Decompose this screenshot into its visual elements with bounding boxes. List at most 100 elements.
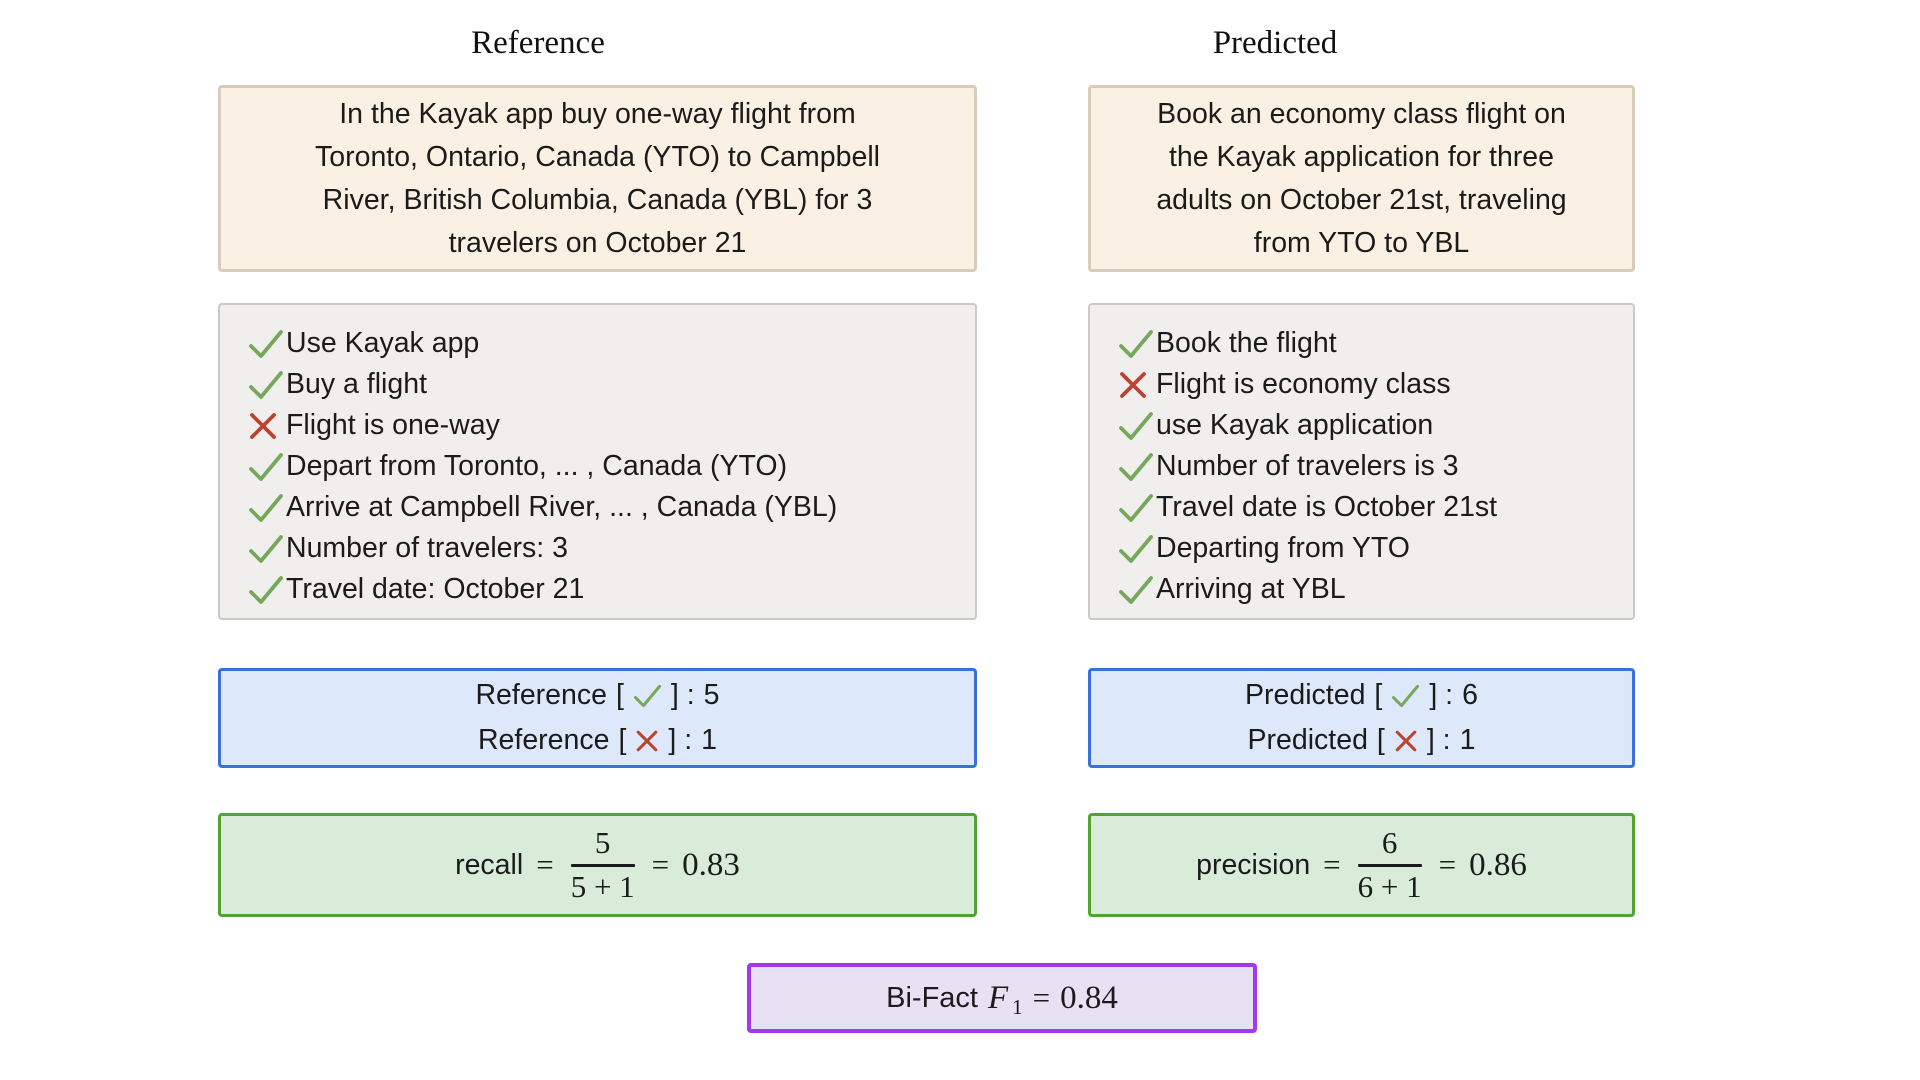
fact-text: Departing from YTO — [1156, 532, 1410, 564]
count-line: Predicted[ ] : 1 — [1248, 718, 1476, 763]
task-text-line: In the Kayak app buy one-way flight from — [339, 97, 856, 130]
fact-row: Travel date is October 21st — [1118, 487, 1623, 528]
recall-fraction: 5 5 + 1 — [570, 824, 635, 905]
fact-row: Number of travelers: 3 — [248, 528, 965, 569]
bifact-f1-box: Bi-Fact F 1 = 0.84 — [747, 963, 1257, 1033]
bracket-close: ] : — [668, 724, 693, 756]
equals-sign: = — [536, 847, 554, 882]
fact-row: Flight is economy class — [1118, 364, 1623, 405]
equals-sign: = — [1438, 847, 1457, 882]
check-icon — [1118, 493, 1156, 523]
f1-value: 0.84 — [1060, 979, 1118, 1016]
fraction-bar — [1357, 864, 1422, 867]
bracket-open: [ — [618, 724, 627, 756]
fact-text: Arrive at Campbell River, ... , Canada (… — [286, 491, 838, 523]
fact-text: Number of travelers: 3 — [286, 532, 568, 564]
f1-subscript: 1 — [1012, 994, 1023, 1019]
fact-text: Book the flight — [1156, 327, 1337, 359]
fact-row: Travel date: October 21 — [248, 569, 965, 610]
equals-sign: = — [1032, 980, 1051, 1015]
fact-row: Flight is one-way — [248, 405, 965, 446]
fact-text: Travel date is October 21st — [1156, 491, 1498, 523]
task-text-line: Book an economy class flight on — [1157, 97, 1566, 130]
reference-task-box: In the Kayak app buy one-way flight from… — [218, 85, 977, 272]
fact-row: Depart from Toronto, ... , Canada (YTO) — [248, 446, 965, 487]
check-icon — [633, 684, 662, 708]
fraction-denominator: 6 + 1 — [1357, 868, 1422, 904]
cross-icon — [635, 729, 659, 753]
fact-text: Flight is economy class — [1156, 368, 1451, 400]
count-label: Predicted — [1247, 724, 1368, 756]
equals-sign: = — [651, 847, 670, 882]
f1-variable: F — [987, 979, 1009, 1016]
check-icon — [1391, 684, 1420, 708]
count-line: Reference[ ] : 1 — [478, 718, 717, 763]
check-icon — [248, 575, 286, 605]
recall-metric-box: recall = 5 5 + 1 = 0.83 — [218, 813, 977, 917]
fraction-denominator: 5 + 1 — [570, 868, 635, 904]
task-text-line: the Kayak application for three — [1169, 140, 1554, 173]
task-text-line: Toronto, Ontario, Canada (YTO) to Campbe… — [315, 140, 880, 173]
count-value: 5 — [703, 679, 720, 711]
cross-icon — [1394, 729, 1418, 753]
check-icon — [1118, 575, 1156, 605]
fact-row: Use Kayak app — [248, 323, 965, 364]
task-text-line: adults on October 21st, traveling — [1156, 183, 1567, 216]
check-icon — [1118, 411, 1156, 441]
fact-text: Buy a flight — [286, 368, 427, 400]
predicted-task-box: Book an economy class flight on the Kayak… — [1088, 85, 1635, 272]
count-value: 6 — [1462, 679, 1478, 711]
count-value: 1 — [1459, 724, 1476, 756]
fraction-numerator: 6 — [1381, 824, 1398, 860]
f1-label: Bi-Fact — [886, 981, 978, 1014]
check-icon — [248, 534, 286, 564]
fact-row: Departing from YTO — [1118, 528, 1623, 569]
metric-label: precision — [1196, 848, 1311, 881]
count-value: 1 — [701, 724, 718, 756]
check-icon — [248, 493, 286, 523]
fact-row: Book the flight — [1118, 323, 1623, 364]
bracket-open: [ — [1374, 679, 1383, 711]
fact-text: Use Kayak app — [286, 327, 480, 359]
count-line: Reference[] :5 — [475, 673, 719, 718]
fraction-bar — [570, 864, 635, 867]
fact-text: Depart from Toronto, ... , Canada (YTO) — [286, 450, 788, 482]
precision-fraction: 6 6 + 1 — [1357, 824, 1422, 905]
fact-row: Buy a flight — [248, 364, 965, 405]
fact-text: Number of travelers is 3 — [1156, 450, 1459, 482]
fact-text: Arriving at YBL — [1156, 573, 1346, 605]
check-icon — [1118, 329, 1156, 359]
check-icon — [248, 329, 286, 359]
fact-row: use Kayak application — [1118, 405, 1623, 446]
check-icon — [248, 370, 286, 400]
check-icon — [1118, 534, 1156, 564]
bracket-close: ] : — [1426, 724, 1451, 756]
bracket-open: [ — [615, 679, 624, 711]
precision-value: 0.86 — [1469, 846, 1527, 883]
fact-text: Flight is one-way — [286, 409, 500, 441]
check-icon — [1118, 452, 1156, 482]
task-text-line: River, British Columbia, Canada (YBL) fo… — [322, 183, 873, 216]
metric-label: recall — [455, 848, 524, 881]
reference-column-title: Reference — [471, 25, 605, 61]
predicted-column-title: Predicted — [1212, 25, 1338, 61]
check-icon — [248, 452, 286, 482]
fraction-numerator: 5 — [594, 824, 611, 860]
fact-row: Number of travelers is 3 — [1118, 446, 1623, 487]
count-label: Reference — [477, 724, 610, 756]
task-text-line: travelers on October 21 — [448, 226, 747, 259]
bracket-open: [ — [1376, 724, 1385, 756]
task-text-line: from YTO to YBL — [1253, 226, 1470, 259]
fact-row: Arrive at Campbell River, ... , Canada (… — [248, 487, 965, 528]
cross-icon — [248, 411, 286, 441]
cross-icon — [1118, 370, 1156, 400]
count-label: Predicted — [1245, 679, 1366, 711]
count-line: Predicted[] :6 — [1245, 673, 1478, 718]
fact-text: Travel date: October 21 — [286, 573, 585, 605]
bracket-close: ] : — [670, 679, 695, 711]
